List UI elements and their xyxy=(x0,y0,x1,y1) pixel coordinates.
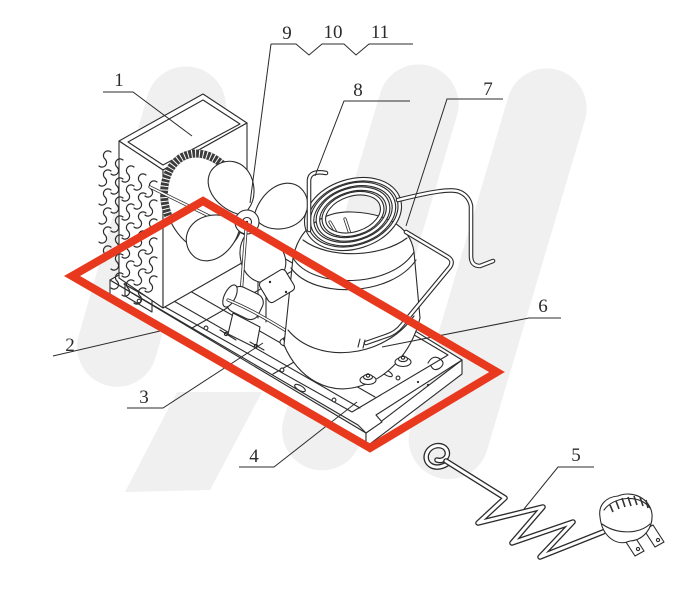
bracket-9-10-11 xyxy=(271,43,413,56)
callout-6: 6 xyxy=(538,296,548,317)
callout-11: 11 xyxy=(371,22,389,43)
callout-2: 2 xyxy=(65,335,75,356)
highlight-box xyxy=(63,196,505,453)
plug-grip-ribs xyxy=(609,495,649,513)
leader-1 xyxy=(103,91,193,137)
callout-4: 4 xyxy=(249,446,259,467)
plug-body xyxy=(599,493,653,544)
callout-labels: 1 2 3 4 5 6 7 8 9 10 11 xyxy=(65,22,581,467)
callout-5: 5 xyxy=(571,445,581,466)
callout-3: 3 xyxy=(139,387,149,408)
relay-cover xyxy=(258,268,296,304)
leader-8 xyxy=(314,100,410,177)
callout-1: 1 xyxy=(114,70,124,91)
callout-8: 8 xyxy=(353,80,363,101)
leader-5 xyxy=(523,466,594,510)
discharge-tube xyxy=(395,188,496,269)
callout-10: 10 xyxy=(324,22,343,43)
leader-2 xyxy=(52,330,161,357)
cord-hook-clip xyxy=(427,356,444,371)
power-plug xyxy=(599,493,665,557)
power-cord xyxy=(423,442,665,560)
process-tube-crimp xyxy=(357,338,366,349)
compressor-body xyxy=(283,211,421,390)
compressor xyxy=(258,211,421,390)
suction-tube xyxy=(357,229,454,349)
leader-7 xyxy=(405,98,503,227)
callout-7: 7 xyxy=(483,79,493,100)
leader-9-10-11 xyxy=(249,43,272,204)
callout-9: 9 xyxy=(282,23,292,44)
